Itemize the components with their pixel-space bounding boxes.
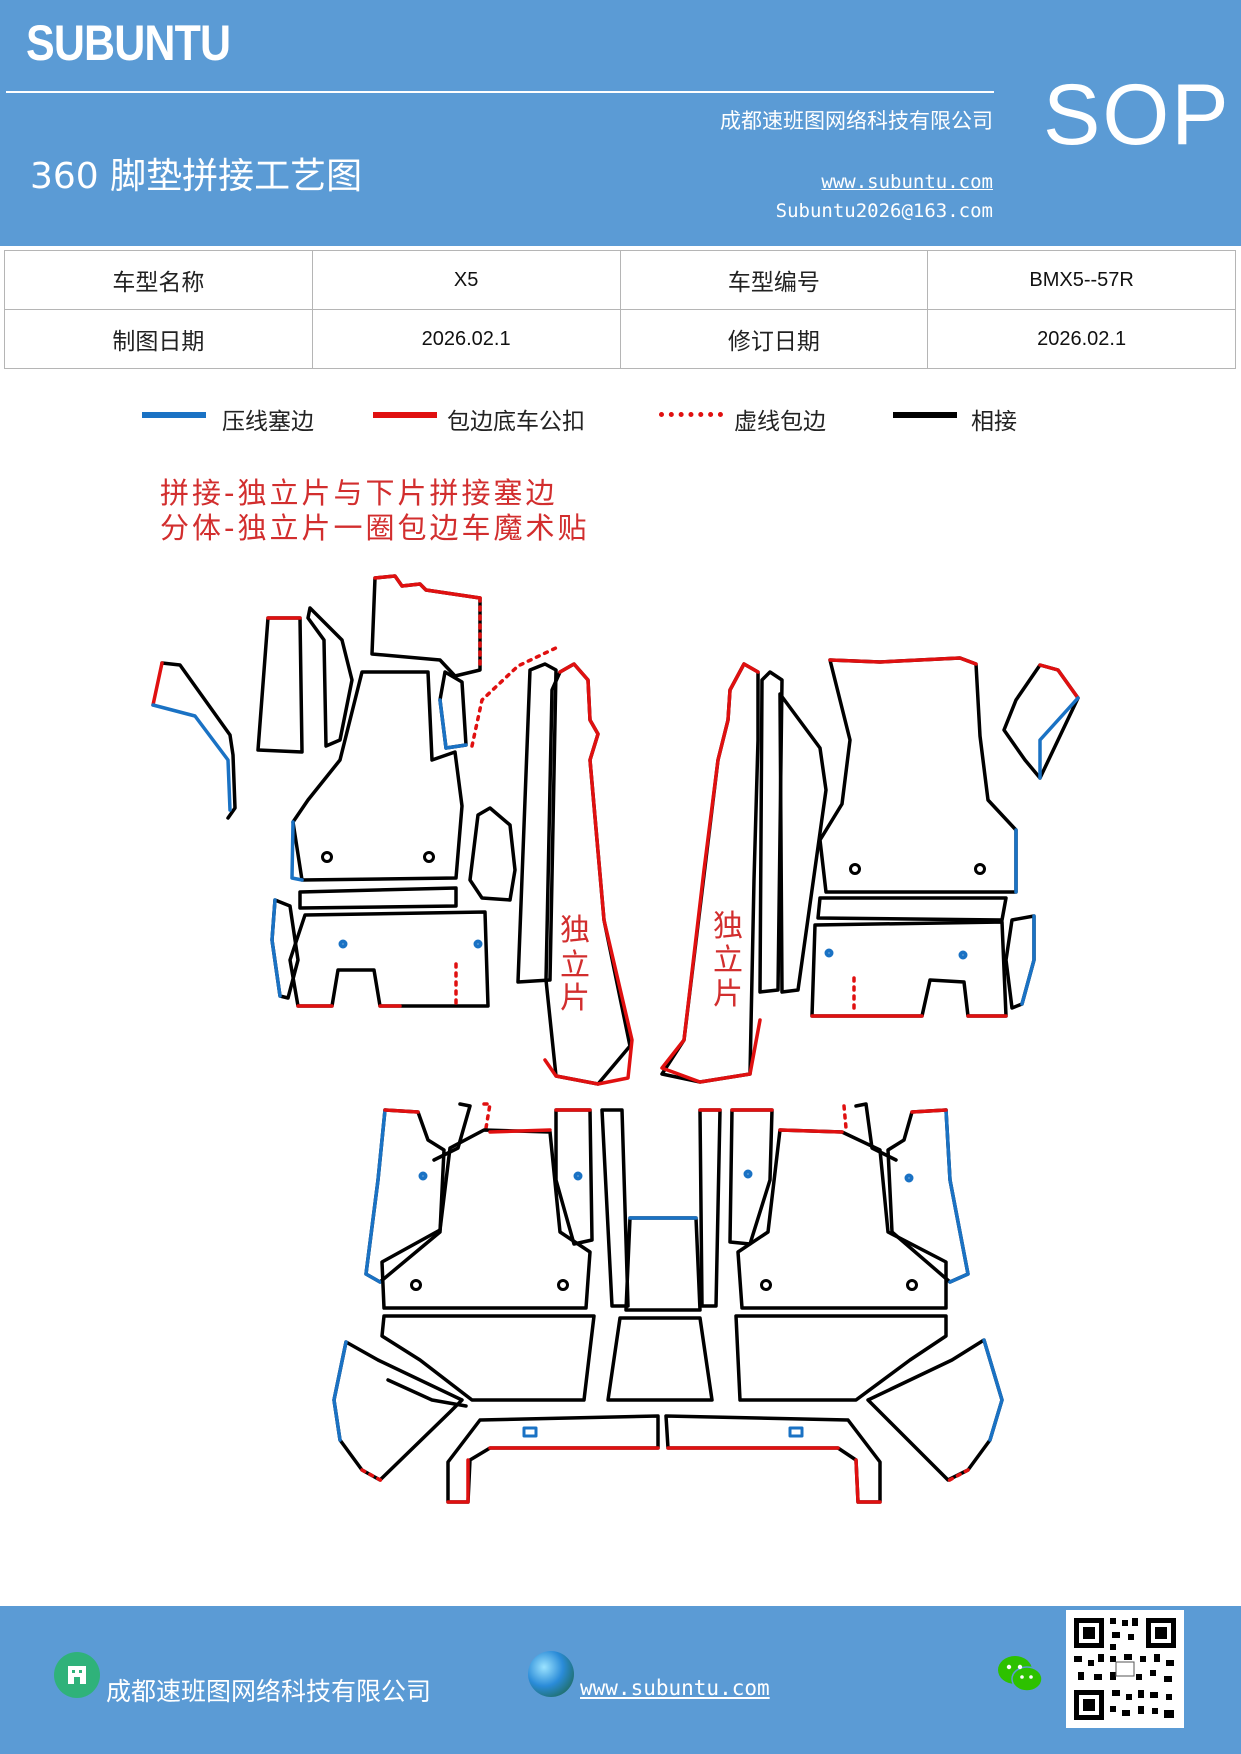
document-title: 360 脚垫拼接工艺图 xyxy=(30,156,363,197)
sop-badge: SOP xyxy=(1043,67,1231,163)
upper-right-mat-group xyxy=(660,656,1080,1084)
model-name-value: X5 xyxy=(311,250,621,310)
legend-label-press-edge: 压线塞边 xyxy=(222,409,314,435)
lower-mat-group xyxy=(332,1102,1004,1504)
wechat-icon[interactable] xyxy=(996,1652,1044,1696)
model-name-label: 车型名称 xyxy=(4,250,313,310)
revise-date-value: 2026.02.1 xyxy=(927,309,1236,369)
footer-website-link[interactable]: www.subuntu.com xyxy=(580,1676,770,1700)
globe-icon xyxy=(528,1651,574,1697)
legend-line-red xyxy=(373,412,437,418)
table-row: 车型名称 X5 车型编号 BMX5--57R xyxy=(4,250,1236,310)
left-piece-char-1: 独 xyxy=(560,913,590,948)
right-piece-char-2: 立 xyxy=(713,943,743,978)
model-code-value: BMX5--57R xyxy=(927,250,1236,310)
legend-line-red-dotted xyxy=(659,412,723,417)
note-splice: 拼接-独立片与下片拼接塞边 xyxy=(160,476,558,510)
legend-label-joined: 相接 xyxy=(971,409,1017,435)
draw-date-label: 制图日期 xyxy=(4,309,313,369)
brand-logo: SUBUNTU xyxy=(26,15,231,71)
revise-date-label: 修订日期 xyxy=(619,309,929,369)
model-code-label: 车型编号 xyxy=(619,250,929,310)
legend-line-black xyxy=(893,412,957,418)
building-icon xyxy=(54,1652,100,1698)
table-row: 制图日期 2026.02.1 修订日期 2026.02.1 xyxy=(4,309,1236,369)
header-company-name: 成都速班图网络科技有限公司 xyxy=(720,109,993,133)
header-website-link[interactable]: www.subuntu.com xyxy=(821,171,993,193)
right-piece-char-1: 独 xyxy=(713,909,743,944)
header-email[interactable]: Subuntu2026@163.com xyxy=(775,200,993,222)
legend-label-dotted-binding: 虚线包边 xyxy=(734,409,826,435)
left-piece-char-3: 片 xyxy=(560,981,590,1016)
legend-line-blue xyxy=(142,412,206,418)
vehicle-info-table: 车型名称 X5 车型编号 BMX5--57R 制图日期 2026.02.1 修订… xyxy=(4,250,1236,369)
left-piece-char-2: 立 xyxy=(560,948,590,983)
header-divider xyxy=(6,91,994,93)
header-banner xyxy=(0,0,1241,246)
independent-piece-labels: 独 立 片 独 立 片 xyxy=(560,909,743,1016)
note-separate: 分体-独立片一圈包边车魔术贴 xyxy=(160,511,590,545)
qr-code xyxy=(1066,1610,1184,1728)
draw-date-value: 2026.02.1 xyxy=(311,309,621,369)
legend-label-binding: 包边底车公扣 xyxy=(447,409,585,435)
footer-company-name: 成都速班图网络科技有限公司 xyxy=(106,1677,432,1706)
upper-left-mat-group xyxy=(151,574,634,1086)
right-piece-char-3: 片 xyxy=(713,977,743,1012)
